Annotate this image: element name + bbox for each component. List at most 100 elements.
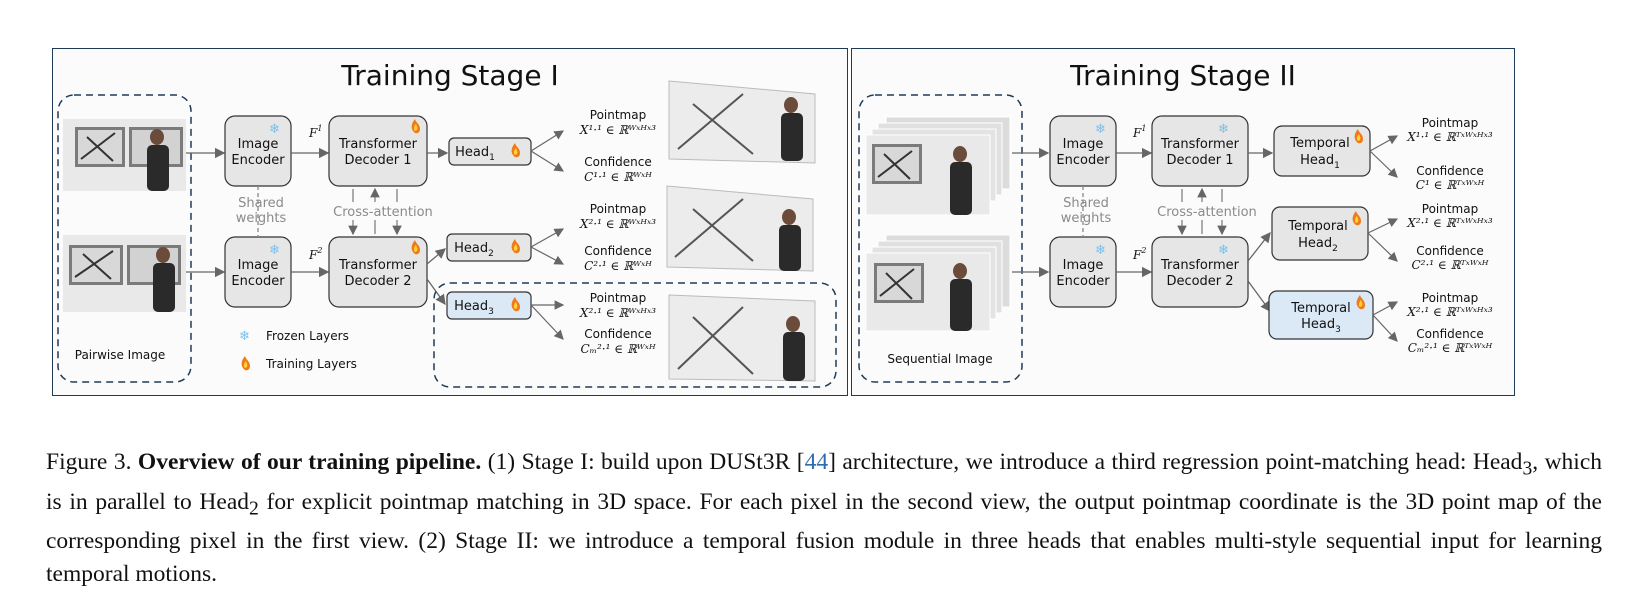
svg-text:Head1: Head1 [1300, 153, 1340, 171]
svg-text:Decoder 1: Decoder 1 [344, 153, 411, 168]
svg-text:Image: Image [238, 258, 279, 273]
transformer-decoder-2: Transformer Decoder 2 [1151, 236, 1249, 308]
out2-confidence: Confidence [584, 244, 651, 258]
head-3: Head3 [446, 291, 532, 320]
out1-pointmap: Pointmap [1422, 116, 1478, 130]
svg-text:Transformer: Transformer [1160, 258, 1240, 273]
stage2-title: Training Stage II [1070, 59, 1296, 92]
snowflake-icon [1095, 122, 1106, 137]
out1-confidence: Confidence [584, 155, 651, 169]
snowflake-icon [269, 122, 280, 137]
svg-text:Transformer: Transformer [338, 258, 418, 273]
figure-caption: Figure 3. Overview of our training pipel… [46, 449, 1603, 588]
svg-text:Image: Image [1063, 258, 1104, 273]
svg-text:Encoder: Encoder [231, 153, 285, 168]
temporal-head-3: Temporal Head3 [1268, 290, 1374, 340]
svg-text:Head3: Head3 [454, 299, 494, 317]
f1-label: F1 [1132, 124, 1146, 140]
image-encoder-2: Image Encoder [224, 236, 292, 308]
out1-conf-formula: C¹ ∈ ℝᵀˣᵂˣᴴ [1416, 178, 1485, 192]
caption-label: Figure 3. [46, 449, 132, 475]
svg-text:Image: Image [238, 137, 279, 152]
legend-training-label: Training Layers [265, 357, 357, 371]
snowflake-icon [1218, 122, 1229, 137]
svg-text:Encoder: Encoder [231, 274, 285, 289]
out3-conf-formula: Cₘ²·¹ ∈ ℝᵀˣᵂˣᴴ [1408, 341, 1493, 355]
f2-label: F2 [1132, 246, 1146, 262]
svg-text:Decoder 2: Decoder 2 [344, 274, 411, 289]
out1-pointmap: Pointmap [590, 108, 646, 122]
svg-text:Transformer: Transformer [338, 137, 418, 152]
svg-text:Temporal: Temporal [1287, 219, 1348, 234]
flame-icon [241, 356, 250, 371]
f2-label: F2 [308, 246, 322, 262]
pointcloud-preview-3 [668, 294, 816, 382]
image-encoder-2: Image Encoder [1049, 236, 1117, 308]
pairwise-photo-2 [63, 235, 186, 312]
out3-confidence: Confidence [584, 327, 651, 341]
stage2-diagram: ❄ [858, 94, 1493, 383]
transformer-decoder-2: Transformer Decoder 2 [328, 236, 428, 308]
legend: Frozen Layers Training Layers [239, 329, 357, 371]
svg-text:Head1: Head1 [455, 145, 495, 163]
f1-label: F1 [308, 124, 322, 140]
svg-text:Decoder 2: Decoder 2 [1166, 274, 1233, 289]
svg-text:Encoder: Encoder [1056, 153, 1110, 168]
cross-attention-label: Cross-attention [333, 205, 433, 220]
stage1-panel: Training Stage I ❄ [52, 48, 848, 396]
snowflake-icon [1095, 243, 1106, 258]
legend-frozen-label: Frozen Layers [266, 329, 349, 343]
sequential-image-label: Sequential Image [887, 352, 992, 366]
image-encoder-1: Image Encoder [224, 115, 292, 187]
pairwise-image-label: Pairwise Image [75, 348, 166, 362]
temporal-head-2: Temporal Head2 [1271, 206, 1369, 261]
stage1-title: Training Stage I [341, 59, 559, 92]
svg-text:weights: weights [1061, 211, 1112, 226]
head-1: Head1 [448, 137, 532, 166]
head3-group [433, 282, 837, 388]
sequential-photos-1 [865, 116, 1011, 216]
pointcloud-preview-2 [666, 185, 814, 272]
pointcloud-preview-1 [668, 80, 816, 164]
citation-link[interactable]: 44 [804, 449, 829, 475]
out2-pm-formula: X²·¹ ∈ ℝᵀˣᵂˣᴴˣ³ [1406, 216, 1493, 230]
out1-conf-formula: C¹·¹ ∈ ℝᵂˣᴴ [584, 170, 652, 184]
sequential-image-group [858, 94, 1023, 383]
out3-conf-formula: Cₘ²·¹ ∈ ℝᵂˣᴴ [580, 342, 655, 356]
svg-text:Head2: Head2 [454, 241, 494, 259]
cross-attention-label: Cross-attention [1157, 205, 1257, 220]
snowflake-icon [269, 243, 280, 258]
svg-text:Head2: Head2 [1298, 236, 1338, 254]
out1-pm-formula: X¹·¹ ∈ ℝᵀˣᵂˣᴴˣ³ [1406, 130, 1493, 144]
svg-text:Image: Image [1063, 137, 1104, 152]
out2-pm-formula: X²·¹ ∈ ℝᵂˣᴴˣ³ [579, 217, 656, 231]
svg-text:Temporal: Temporal [1289, 136, 1350, 151]
head-2: Head2 [446, 233, 532, 262]
out3-pointmap: Pointmap [1422, 291, 1478, 305]
pairwise-photo-1 [63, 119, 186, 191]
svg-text:Temporal: Temporal [1290, 301, 1351, 316]
snowflake-icon [239, 329, 250, 344]
out2-pointmap: Pointmap [590, 202, 646, 216]
stage1-diagram: ❄ [57, 80, 837, 388]
out3-pointmap: Pointmap [590, 291, 646, 305]
out3-pm-formula: X²·¹ ∈ ℝᵂˣᴴˣ³ [579, 306, 656, 320]
out3-confidence: Confidence [1416, 327, 1483, 341]
out2-conf-formula: C²·¹ ∈ ℝᵂˣᴴ [584, 259, 652, 273]
svg-text:Decoder 1: Decoder 1 [1166, 153, 1233, 168]
transformer-decoder-1: Transformer Decoder 1 [328, 115, 428, 187]
temporal-head-1: Temporal Head1 [1273, 125, 1371, 177]
image-encoder-1: Image Encoder [1049, 115, 1117, 187]
svg-text:Encoder: Encoder [1056, 274, 1110, 289]
shared-weights-label: Shared [1063, 196, 1109, 211]
out2-conf-formula: C²·¹ ∈ ℝᵀˣᵂˣᴴ [1411, 258, 1488, 272]
pairwise-image-group [57, 94, 192, 383]
snowflake-icon [1218, 243, 1229, 258]
out1-pm-formula: X¹·¹ ∈ ℝᵂˣᴴˣ³ [579, 123, 656, 137]
svg-text:weights: weights [236, 211, 287, 226]
out3-pm-formula: X²·¹ ∈ ℝᵀˣᵂˣᴴˣ³ [1406, 305, 1493, 319]
out2-confidence: Confidence [1416, 244, 1483, 258]
out2-pointmap: Pointmap [1422, 202, 1478, 216]
stage2-panel: Training Stage II ❄ [851, 48, 1515, 396]
svg-text:Head3: Head3 [1301, 317, 1341, 335]
